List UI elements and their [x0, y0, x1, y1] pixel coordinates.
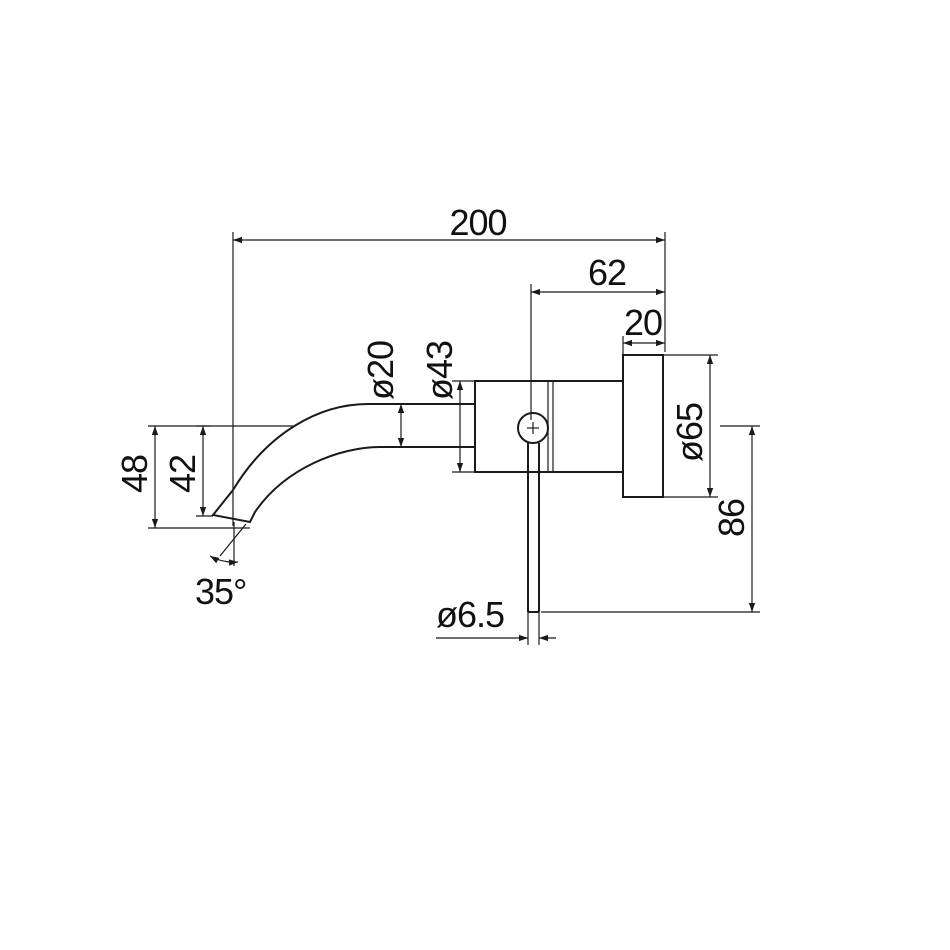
label-spout-drop-outer: 48 [114, 455, 155, 493]
dimension-d43: ø43 [419, 341, 474, 473]
dimension-d20: ø20 [360, 341, 405, 448]
valve-body [474, 380, 624, 473]
dimension-48: 48 [114, 425, 293, 529]
label-spout-drop-inner: 42 [162, 455, 203, 493]
label-body-length: 62 [588, 252, 626, 293]
dimension-angle-35: 35° [195, 522, 247, 612]
dimension-20: 20 [622, 302, 665, 354]
label-spout-diameter: ø20 [360, 341, 401, 400]
label-overall-length: 200 [449, 202, 506, 243]
spout-outline [211, 403, 475, 524]
label-spout-angle: 35° [195, 571, 246, 612]
dimension-d6-5: ø6.5 [436, 594, 556, 645]
dimension-86: 86 [541, 425, 760, 613]
faucet-part [211, 354, 664, 613]
label-lever-diameter: ø6.5 [436, 594, 504, 635]
lever-pivot [517, 412, 549, 444]
dimension-42: 42 [162, 425, 213, 517]
wall-plate [622, 354, 664, 498]
label-body-diameter: ø43 [419, 341, 460, 400]
dimension-d65: ø65 [663, 354, 718, 498]
label-plate-thickness: 20 [624, 302, 662, 343]
label-lever-height: 86 [711, 499, 752, 537]
label-plate-diameter: ø65 [669, 403, 710, 462]
dimension-200: 200 [232, 202, 666, 526]
dimension-62: 62 [530, 252, 665, 420]
